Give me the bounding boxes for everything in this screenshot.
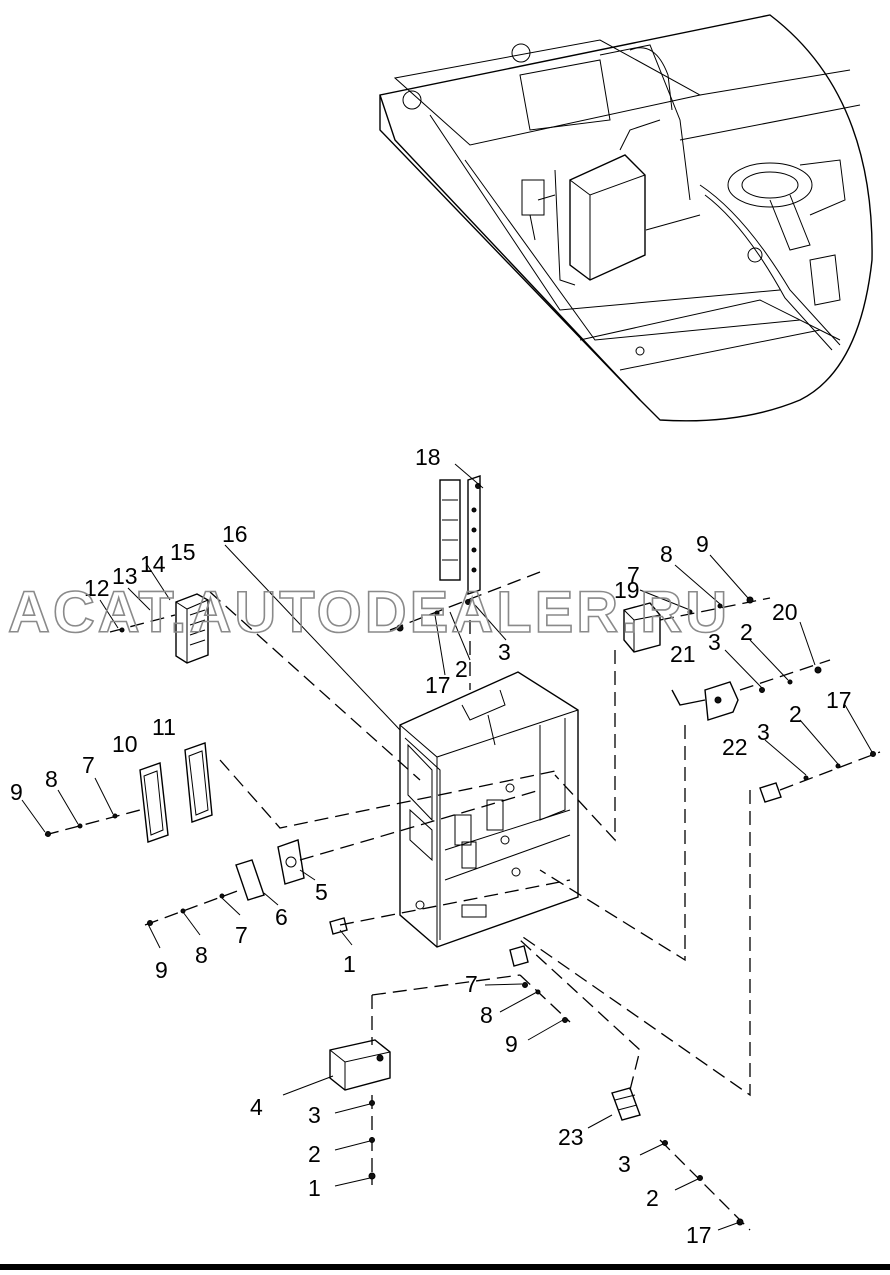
callout-23: 23 <box>558 1124 584 1150</box>
callout-9: 9 <box>696 531 709 557</box>
part-23-switch <box>611 1087 641 1121</box>
callout-4: 4 <box>250 1094 263 1120</box>
watermark: ACAT.AUTODEALER.RU <box>8 580 730 645</box>
callout-9: 9 <box>155 957 168 983</box>
callout-15: 15 <box>170 539 196 565</box>
callout-7: 7 <box>235 922 248 948</box>
part-1-bolt <box>329 917 348 935</box>
callout-2: 2 <box>646 1185 659 1211</box>
callout-2: 2 <box>740 619 753 645</box>
callout-2: 2 <box>455 656 468 682</box>
part-10-gasket <box>139 762 169 843</box>
callout-17: 17 <box>686 1222 712 1248</box>
callout-7: 7 <box>627 562 640 588</box>
callout-3: 3 <box>618 1151 631 1177</box>
terminal-strip <box>439 475 481 595</box>
callout-2: 2 <box>789 701 802 727</box>
callout-18: 18 <box>415 444 441 470</box>
part-22-connector <box>759 782 782 803</box>
callout-10: 10 <box>112 731 138 757</box>
part-11-gasket <box>184 742 213 823</box>
callout-7: 7 <box>465 971 478 997</box>
callout-8: 8 <box>660 541 673 567</box>
callout-22: 22 <box>722 734 748 760</box>
callout-3: 3 <box>308 1102 321 1128</box>
callout-9: 9 <box>10 779 23 805</box>
callout-12: 12 <box>84 575 110 601</box>
callout-8: 8 <box>480 1002 493 1028</box>
part-21-switch <box>671 681 739 721</box>
callout-5: 5 <box>315 879 328 905</box>
callout-14: 14 <box>140 551 166 577</box>
callout-6: 6 <box>275 904 288 930</box>
callout-13: 13 <box>112 563 138 589</box>
part-5-plate <box>277 839 305 885</box>
callout-1: 1 <box>343 951 356 977</box>
callout-21: 21 <box>670 641 696 667</box>
callout-20: 20 <box>772 599 798 625</box>
callout-3: 3 <box>708 629 721 655</box>
callout-8: 8 <box>195 942 208 968</box>
callout-8: 8 <box>45 766 58 792</box>
fasteners <box>45 596 876 1226</box>
callout-3: 3 <box>498 639 511 665</box>
callout-16: 16 <box>222 521 248 547</box>
callout-labels: 18 16 15 14 13 12 17 2 3 19 7 8 9 20 2 3… <box>10 444 852 1248</box>
part-7-small-switch <box>509 945 529 967</box>
callout-7: 7 <box>82 752 95 778</box>
electrical-box <box>399 671 579 948</box>
callout-17: 17 <box>826 687 852 713</box>
callout-1: 1 <box>308 1175 321 1201</box>
bottom-border <box>0 1264 890 1270</box>
callout-2: 2 <box>308 1141 321 1167</box>
part-4-box <box>329 1039 391 1091</box>
callout-11: 11 <box>152 714 176 740</box>
callout-9: 9 <box>505 1031 518 1057</box>
callout-3: 3 <box>757 719 770 745</box>
callout-17: 17 <box>425 672 451 698</box>
part-15-relay <box>175 593 209 664</box>
chassis-inset-view <box>379 14 873 422</box>
callout-ticks <box>21 554 873 1231</box>
part-19-switch <box>623 602 661 653</box>
part-6-plate <box>235 859 265 901</box>
callout-19: 19 <box>614 577 640 603</box>
